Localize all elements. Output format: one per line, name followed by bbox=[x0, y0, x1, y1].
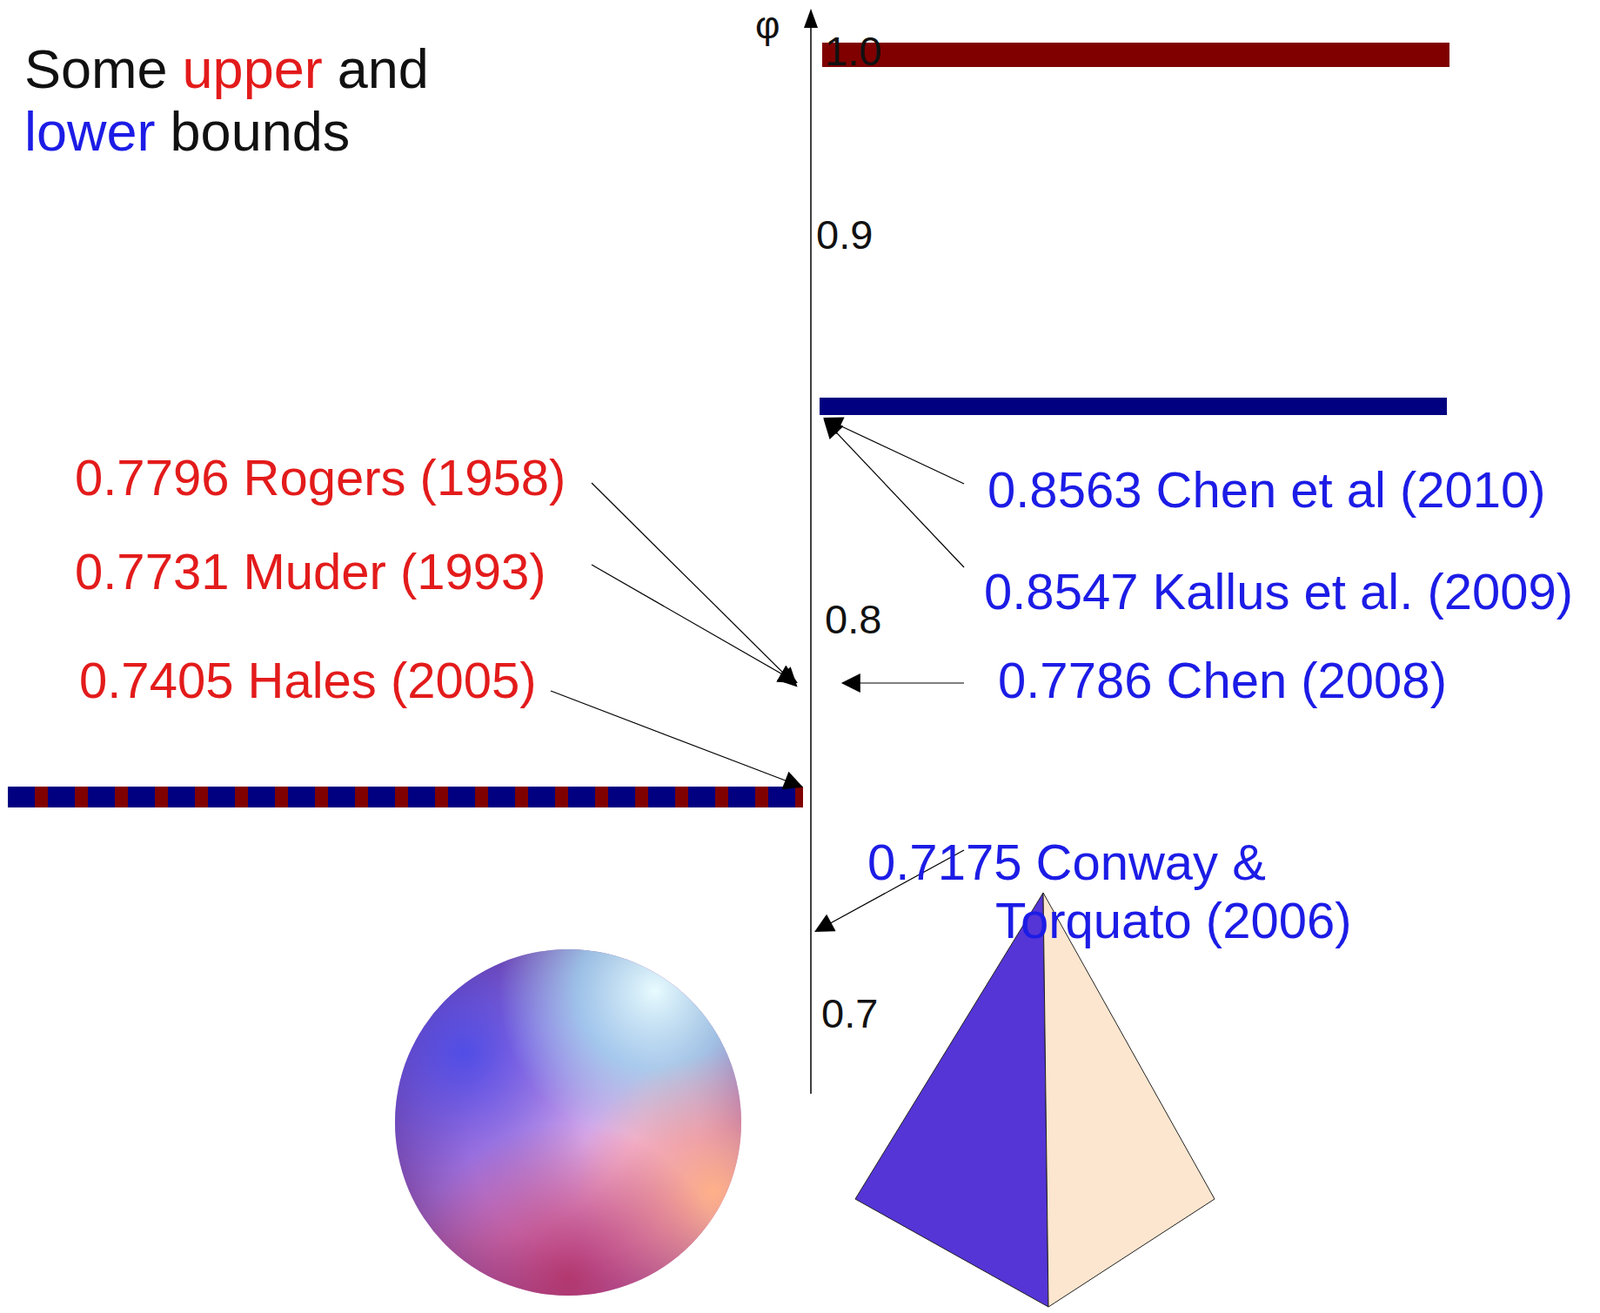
tick-label: 1.0 bbox=[824, 26, 882, 76]
axis-symbol: φ bbox=[755, 2, 781, 49]
upper-bound-label: 0.7796 Rogers (1958) bbox=[74, 447, 566, 509]
tick-label: 0.8 bbox=[824, 595, 882, 644]
title-word: Some bbox=[24, 38, 168, 100]
lower-bound-label: 0.7786 Chen (2008) bbox=[997, 649, 1447, 711]
title-line: Someupperand bbox=[24, 36, 444, 103]
title-word: bounds bbox=[170, 100, 351, 162]
tick-label: 0.9 bbox=[816, 210, 873, 260]
leader-line bbox=[591, 482, 797, 686]
title-line: lowerbounds bbox=[24, 99, 365, 166]
lower-bound-label: 0.8547 Kallus et al. (2009) bbox=[984, 561, 1574, 623]
upper-bound-label: 0.7731 Muder (1993) bbox=[74, 541, 547, 603]
leader-line bbox=[843, 682, 965, 683]
upper-bound-label: 0.7405 Hales (2005) bbox=[79, 649, 537, 711]
phi-axis bbox=[810, 24, 812, 1094]
leader-line bbox=[591, 564, 797, 683]
axis-arrowhead bbox=[803, 8, 818, 28]
tick-label: 0.7 bbox=[821, 989, 878, 1038]
lower-bound-label: 0.7175 Conway & Torquato (2006) bbox=[867, 832, 1379, 950]
upper-bound-bar bbox=[822, 42, 1450, 67]
title-word: upper bbox=[182, 38, 323, 100]
leader-line bbox=[824, 418, 965, 484]
leader-line bbox=[550, 690, 802, 787]
title-word: lower bbox=[24, 100, 156, 162]
lower-bound-label: 0.8563 Chen et al (2010) bbox=[987, 459, 1547, 521]
sphere-bound-bar bbox=[7, 786, 804, 808]
lower-bound-bar bbox=[819, 397, 1447, 416]
title-word: and bbox=[337, 38, 429, 100]
leader-line bbox=[824, 420, 965, 568]
sphere-figure bbox=[394, 949, 742, 1296]
tetrahedron-figure bbox=[855, 892, 1215, 1307]
